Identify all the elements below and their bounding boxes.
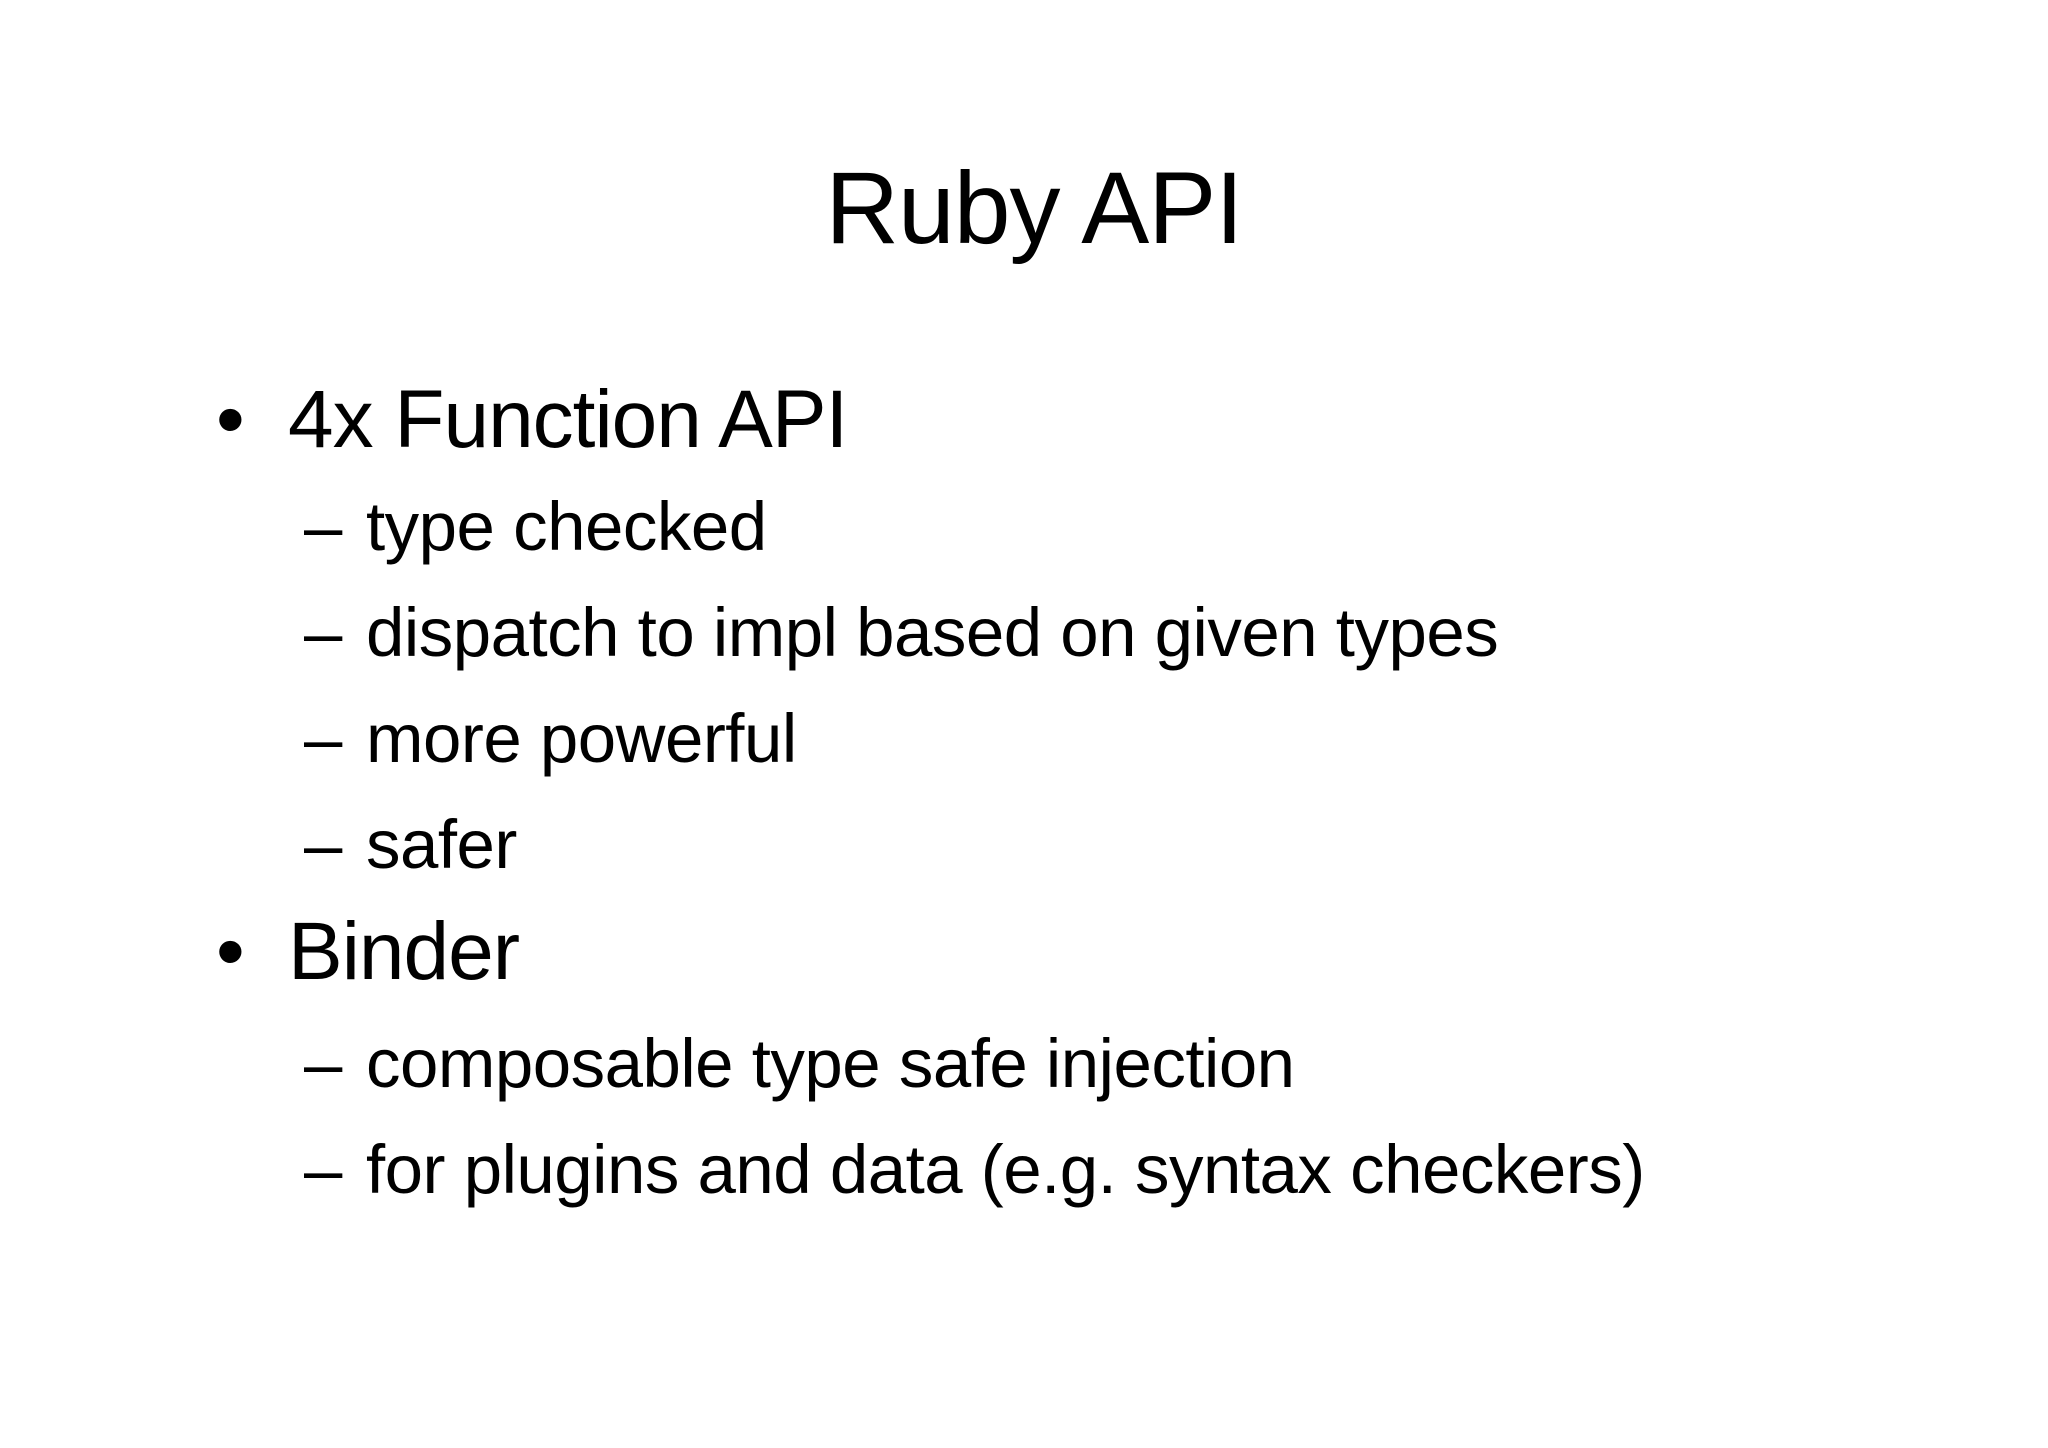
bullet-item: • Binder <box>216 906 520 997</box>
sub-bullet-label: safer <box>366 806 517 883</box>
bullet-icon: • <box>216 374 245 465</box>
bullet-label: 4x Function API <box>288 374 848 465</box>
sub-bullet-item: – more powerful <box>304 704 797 773</box>
dash-icon: – <box>304 806 342 883</box>
bullet-item: • 4x Function API <box>216 374 848 465</box>
sub-bullet-item: – for plugins and data (e.g. syntax chec… <box>304 1135 1645 1204</box>
bullet-label: Binder <box>288 906 520 997</box>
sub-bullet-item: – safer <box>304 810 517 879</box>
dash-icon: – <box>304 700 342 777</box>
dash-icon: – <box>304 1131 342 1208</box>
sub-bullet-label: type checked <box>366 488 767 565</box>
bullet-icon: • <box>216 906 245 997</box>
sub-bullet-label: dispatch to impl based on given types <box>366 594 1499 671</box>
slide-title: Ruby API <box>825 151 1243 265</box>
sub-bullet-label: composable type safe injection <box>366 1025 1295 1102</box>
sub-bullet-item: – type checked <box>304 492 767 561</box>
sub-bullet-item: – composable type safe injection <box>304 1029 1295 1098</box>
dash-icon: – <box>304 488 342 565</box>
dash-icon: – <box>304 1025 342 1102</box>
sub-bullet-label: more powerful <box>366 700 797 777</box>
sub-bullet-label: for plugins and data (e.g. syntax checke… <box>366 1131 1645 1208</box>
sub-bullet-item: – dispatch to impl based on given types <box>304 594 1499 671</box>
dash-icon: – <box>304 594 342 671</box>
